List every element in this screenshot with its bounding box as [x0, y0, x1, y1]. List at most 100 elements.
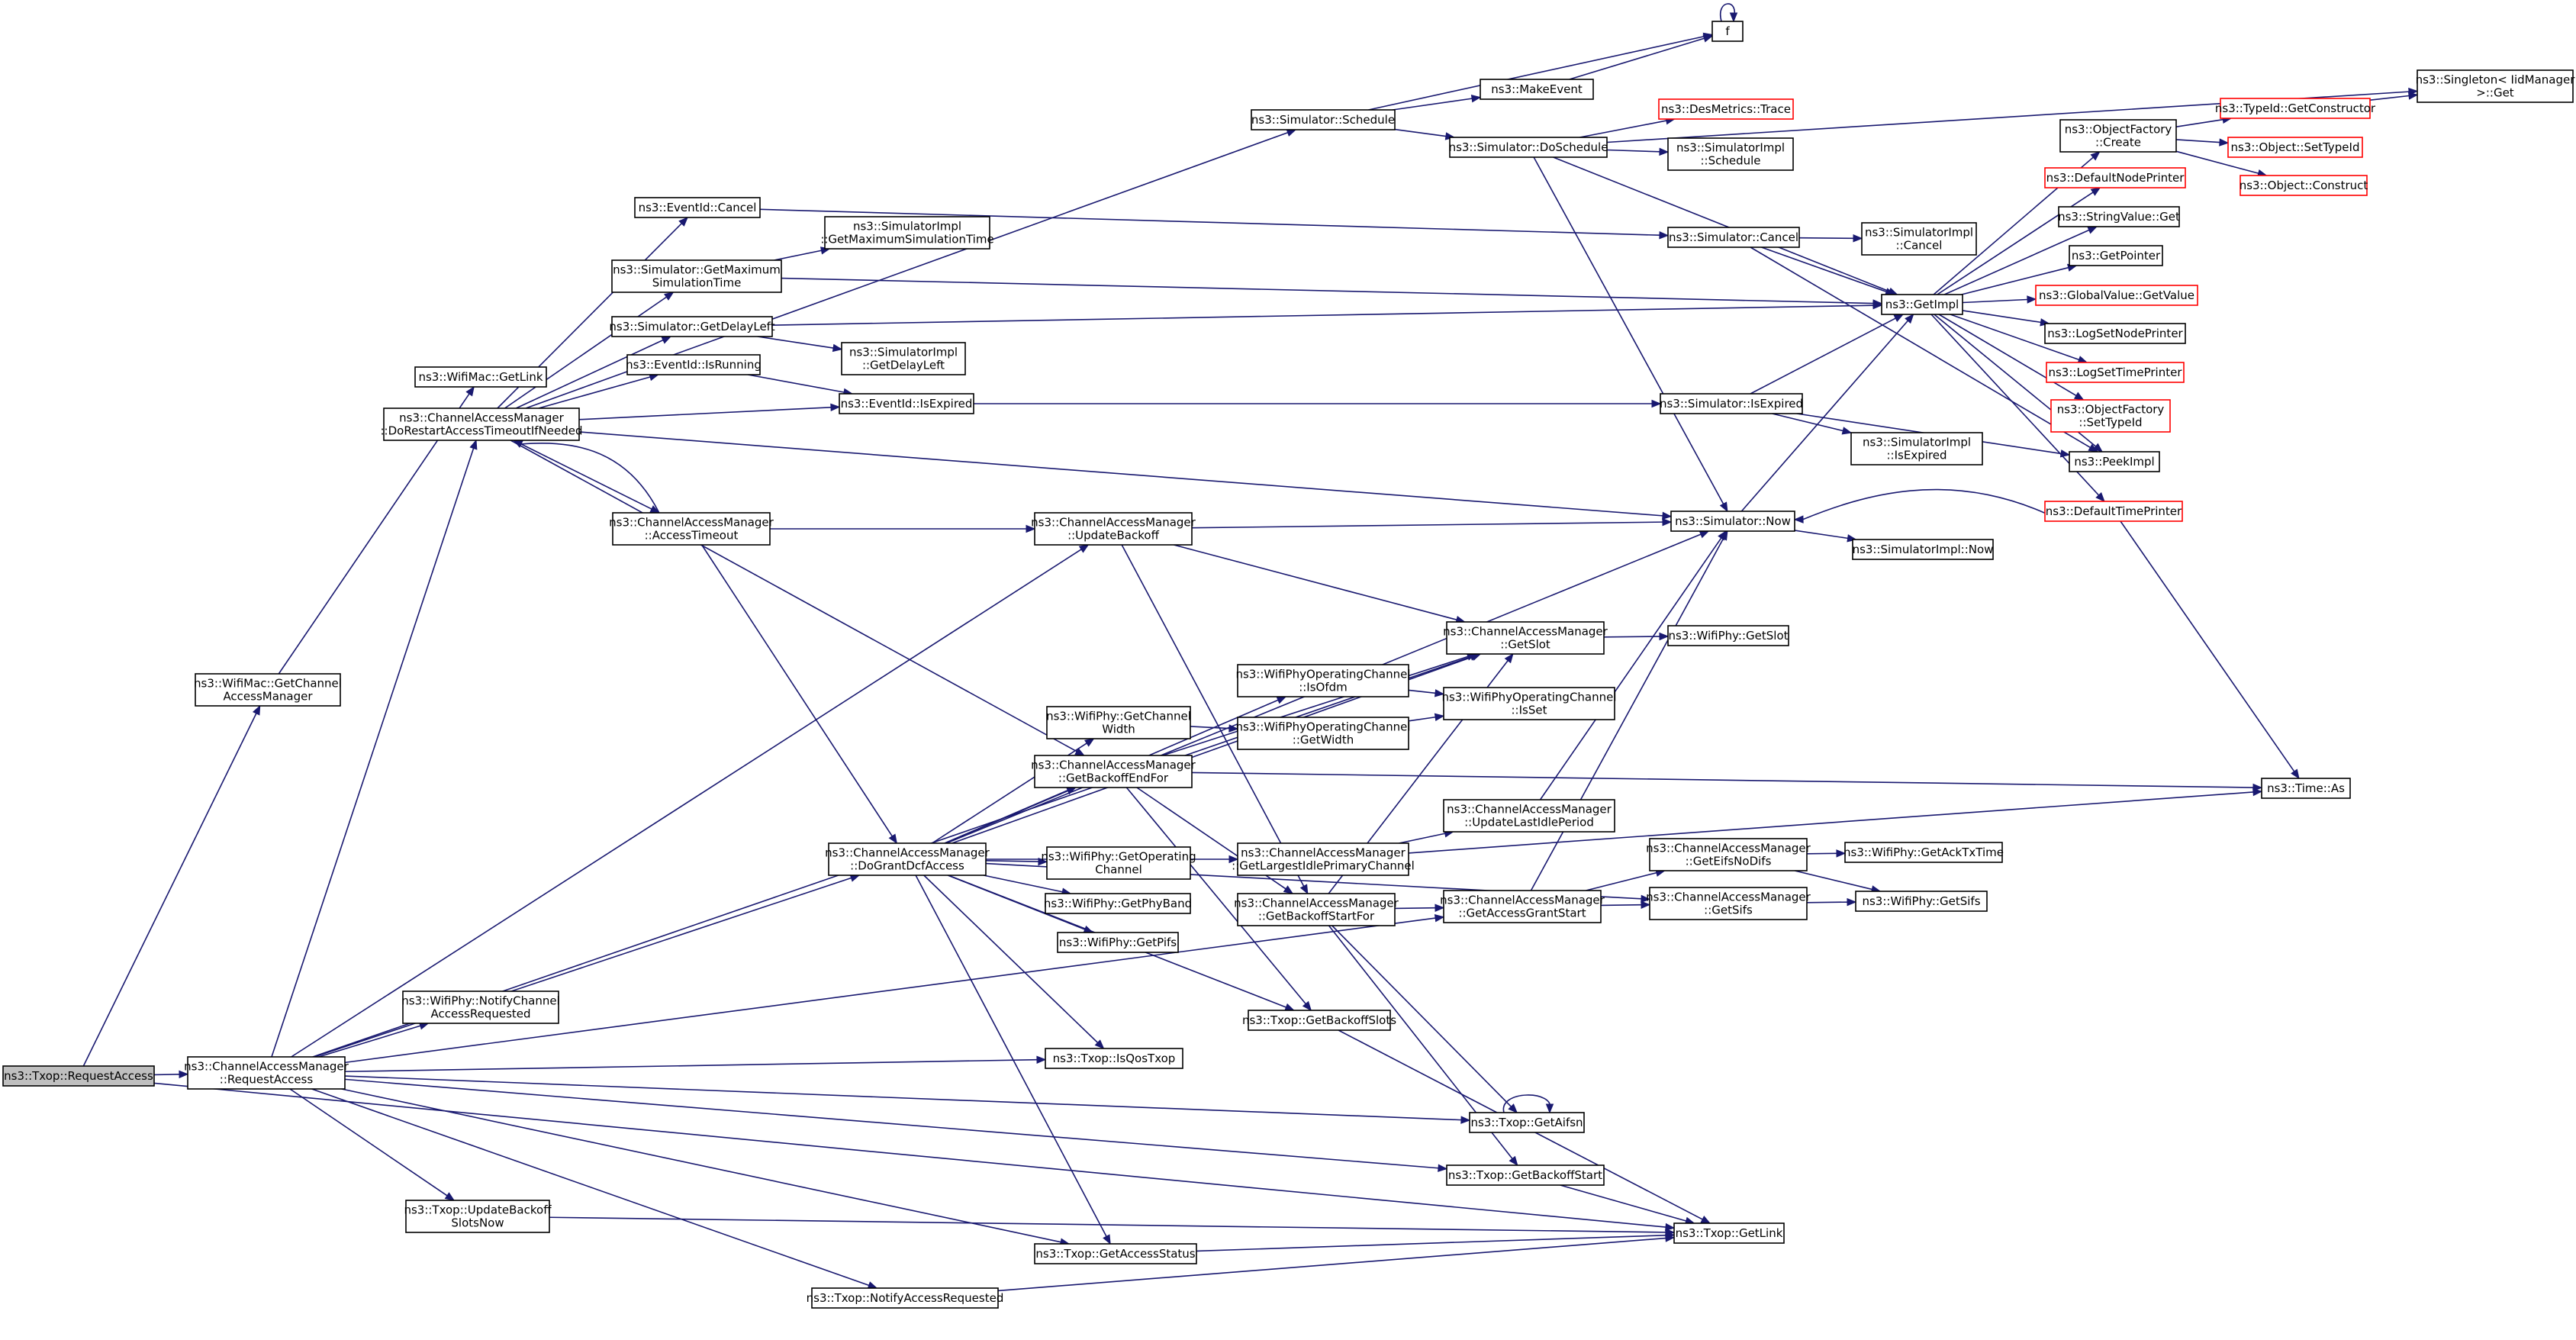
node-doSchedule[interactable]: ns3::Simulator::DoSchedule	[1449, 137, 1608, 158]
node-phyGetSlot[interactable]: ns3::WifiPhy::GetSlot	[1667, 625, 1789, 646]
node-txopGetLink[interactable]: ns3::Txop::GetLink	[1673, 1222, 1785, 1244]
node-evIsExpired[interactable]: ns3::EventId::IsExpired	[839, 393, 974, 414]
call-edge	[344, 1075, 1471, 1124]
node-typeIdGetCtor[interactable]: ns3::TypeId::GetConstructor	[2215, 98, 2376, 119]
node-getLink[interactable]: ns3::WifiMac::GetLink	[414, 366, 547, 388]
call-edge	[1530, 530, 1728, 891]
node-doGrant[interactable]: ns3::ChannelAccessManager::DoGrantDcfAcc…	[825, 842, 990, 876]
node-reqAccess[interactable]: ns3::Txop::RequestAccess	[2, 1065, 155, 1087]
node-simIsExpired[interactable]: ns3::Simulator::IsExpired	[1660, 393, 1803, 414]
node-implSchedule[interactable]: ns3::SimulatorImpl::Schedule	[1667, 137, 1794, 171]
node-phyGetSifs[interactable]: ns3::WifiPhy::GetSifs	[1855, 891, 1988, 912]
call-edge	[1392, 95, 1482, 111]
node-getAccessGrant[interactable]: ns3::ChannelAccessManager::GetAccessGran…	[1440, 890, 1605, 923]
node-evIsRunning[interactable]: ns3::EventId::IsRunning	[626, 354, 762, 375]
node-makeEvent[interactable]: ns3::MakeEvent	[1480, 79, 1594, 100]
node-implGetDelay[interactable]: ns3::SimulatorImpl::GetDelayLeft	[841, 342, 966, 375]
node-implCancel[interactable]: ns3::SimulatorImpl::Cancel	[1861, 222, 1977, 256]
node-getAifsn[interactable]: ns3::Txop::GetAifsn	[1469, 1112, 1585, 1133]
node-simGetMax[interactable]: ns3::Simulator::GetMaximumSimulationTime	[611, 259, 782, 293]
node-getImpl[interactable]: ns3::GetImpl	[1881, 294, 1963, 315]
node-box	[1449, 137, 1608, 158]
node-logSetNode[interactable]: ns3::LogSetNodePrinter	[2044, 323, 2186, 344]
node-label: ns3::ChannelAccessManager	[399, 411, 564, 425]
node-ofCreate[interactable]: ns3::ObjectFactory::Create	[2059, 119, 2177, 153]
node-singleton[interactable]: ns3::Singleton< IidManager>::Get	[2416, 69, 2576, 103]
edge-arrowhead	[2092, 443, 2104, 453]
node-f[interactable]: f	[1711, 21, 1744, 42]
node-defNodePrinter[interactable]: ns3::DefaultNodePrinter	[2044, 167, 2186, 188]
node-getAccessStatus[interactable]: ns3::Txop::GetAccessStatus	[1034, 1243, 1197, 1264]
node-label: ::GetSifs	[1704, 904, 1753, 917]
node-getAckTx[interactable]: ns3::WifiPhy::GetAckTxTime	[1843, 842, 2004, 863]
node-implIsExpired[interactable]: ns3::SimulatorImpl::IsExpired	[1850, 432, 1983, 465]
node-updLastIdle[interactable]: ns3::ChannelAccessManager::UpdateLastIdl…	[1443, 799, 1615, 833]
node-simGetDelay[interactable]: ns3::Simulator::GetDelayLeft	[609, 316, 775, 337]
call-edge	[1162, 652, 1477, 756]
node-getBackoffEnd[interactable]: ns3::ChannelAccessManager::GetBackoffEnd…	[1031, 755, 1196, 788]
node-label: ns3::Txop::GetLink	[1676, 1226, 1783, 1240]
call-edge	[701, 544, 897, 845]
edge-line	[1806, 901, 1848, 904]
node-updateBackoff[interactable]: ns3::ChannelAccessManager::UpdateBackoff	[1031, 512, 1196, 546]
node-desTrace[interactable]: ns3::DesMetrics::Trace	[1658, 98, 1794, 120]
edge-arrowhead	[664, 292, 675, 301]
node-isQos[interactable]: ns3::Txop::IsQosTxop	[1045, 1048, 1183, 1069]
node-getWidth[interactable]: ns3::WifiPhyOperatingChannel::GetWidth	[1235, 717, 1411, 750]
node-getSifs[interactable]: ns3::ChannelAccessManager::GetSifs	[1646, 887, 1811, 920]
node-ofSetTypeId[interactable]: ns3::ObjectFactory::SetTypeId	[2050, 399, 2171, 433]
node-timeAs[interactable]: ns3::Time::As	[2261, 778, 2351, 799]
node-implGetMax[interactable]: ns3::SimulatorImpl::GetMaximumSimulation…	[820, 216, 994, 250]
node-getLargest[interactable]: ns3::ChannelAccessManager::GetLargestIdl…	[1232, 842, 1415, 876]
node-box	[611, 259, 782, 293]
edge-arrowhead	[1905, 314, 1914, 324]
node-objSetTypeId[interactable]: ns3::Object::SetTypeId	[2227, 137, 2363, 158]
node-getBackoffSlots[interactable]: ns3::Txop::GetBackoffSlots	[1242, 1010, 1396, 1031]
node-label: ns3::SimulatorImpl	[1676, 141, 1785, 155]
node-doRestart[interactable]: ns3::ChannelAccessManager::DoRestartAcce…	[380, 407, 583, 441]
node-getEifs[interactable]: ns3::ChannelAccessManager::GetEifsNoDifs	[1646, 838, 1811, 871]
node-simSchedule[interactable]: ns3::Simulator::Schedule	[1251, 109, 1396, 130]
edge-arrowhead	[1841, 427, 1853, 435]
edge-line	[1408, 716, 1436, 722]
edge-line	[2175, 150, 2259, 174]
call-edge	[1191, 771, 2263, 792]
node-label: ns3::Simulator::DoSchedule	[1449, 140, 1608, 154]
node-getBackoffStart[interactable]: ns3::Txop::GetBackoffStart	[1446, 1164, 1605, 1186]
node-getSlot[interactable]: ns3::ChannelAccessManager::GetSlot	[1443, 621, 1608, 655]
call-edge	[1136, 787, 1294, 894]
node-simNow[interactable]: ns3::Simulator::Now	[1670, 511, 1795, 532]
node-getPhyBand[interactable]: ns3::WifiPhy::GetPhyBand	[1044, 893, 1192, 914]
edge-line	[1174, 544, 1457, 620]
node-objConstruct[interactable]: ns3::Object::Construct	[2240, 175, 2368, 196]
node-getPointer[interactable]: ns3::GetPointer	[2069, 245, 2163, 266]
node-getBackoffStartFor[interactable]: ns3::ChannelAccessManager::GetBackoffSta…	[1234, 893, 1399, 926]
node-peekImpl[interactable]: ns3::PeekImpl	[2069, 451, 2160, 472]
edge-arrowhead	[2073, 391, 2085, 401]
edge-arrowhead	[678, 217, 688, 227]
node-implNow[interactable]: ns3::SimulatorImpl::Now	[1852, 539, 1994, 560]
node-box	[1855, 891, 1988, 912]
node-eventCancel[interactable]: ns3::EventId::Cancel	[634, 197, 761, 218]
node-defTimePrinter[interactable]: ns3::DefaultTimePrinter	[2044, 501, 2183, 522]
node-accessTimeout[interactable]: ns3::ChannelAccessManager::AccessTimeout	[609, 512, 774, 546]
node-strValGet[interactable]: ns3::StringValue::Get	[2058, 206, 2180, 227]
edge-arrowhead	[1662, 511, 1673, 520]
edge-line	[1394, 128, 1447, 137]
node-camRequest[interactable]: ns3::ChannelAccessManager::RequestAccess	[184, 1056, 349, 1090]
node-getPifs[interactable]: ns3::WifiPhy::GetPifs	[1057, 932, 1179, 953]
node-label: ::Create	[2095, 136, 2141, 150]
node-gvGetValue[interactable]: ns3::GlobalValue::GetValue	[2035, 285, 2198, 306]
node-notifyAccess[interactable]: ns3::Txop::NotifyAccessRequested	[807, 1287, 1004, 1309]
node-isOfdm[interactable]: ns3::WifiPhyOperatingChannel::IsOfdm	[1235, 664, 1411, 697]
node-box	[405, 1200, 550, 1233]
node-notifyChan[interactable]: ns3::WifiPhy::NotifyChannelAccessRequest…	[401, 991, 560, 1024]
edge-arrowhead	[888, 833, 897, 845]
node-simCancel[interactable]: ns3::Simulator::Cancel	[1667, 227, 1800, 248]
node-isSet[interactable]: ns3::WifiPhyOperatingChannel::IsSet	[1441, 687, 1617, 720]
node-logSetTime[interactable]: ns3::LogSetTimePrinter	[2046, 362, 2185, 383]
